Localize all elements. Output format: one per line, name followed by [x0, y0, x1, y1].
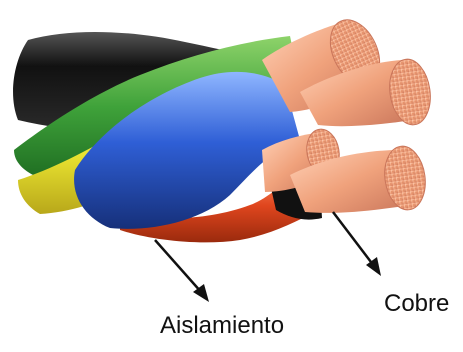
copper-label: Cobre [384, 290, 449, 318]
insulation-label: Aislamiento [160, 312, 284, 340]
insulation-arrow [155, 240, 209, 302]
copper-arrow [333, 212, 381, 276]
